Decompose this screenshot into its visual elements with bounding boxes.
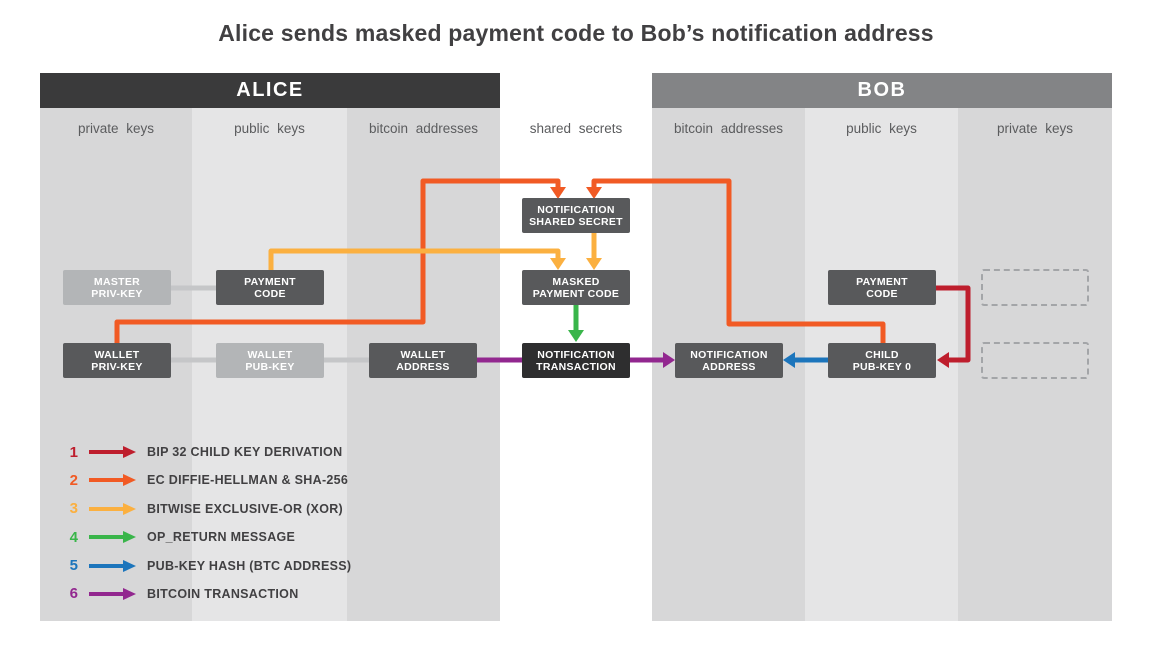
legend-item-bip32: 1 BIP 32 CHILD KEY DERIVATION xyxy=(62,442,351,462)
box-master-priv-key: MASTER PRIV-KEY xyxy=(63,270,171,305)
column-label-alice-bitcoin-addresses: bitcoin addresses xyxy=(368,121,479,136)
dashed-placeholder-box-top xyxy=(981,269,1089,306)
right-arrow-icon xyxy=(89,446,136,458)
column-label-bob-bitcoin-addresses: bitcoin addresses xyxy=(673,121,784,136)
legend-label: BITWISE EXCLUSIVE-OR (XOR) xyxy=(147,501,344,516)
legend-label: BITCOIN TRANSACTION xyxy=(147,586,299,601)
box-wallet-address: WALLET ADDRESS xyxy=(369,343,477,378)
dashed-placeholder-box-bottom xyxy=(981,342,1089,379)
box-wallet-priv-key: WALLET PRIV-KEY xyxy=(63,343,171,378)
legend-item-bitcoin-transaction: 6 BITCOIN TRANSACTION xyxy=(62,584,351,604)
right-arrow-icon xyxy=(89,559,136,572)
arrow-bip32-payment-code-to-child-pubkey xyxy=(936,285,971,363)
box-child-pub-key-0: CHILD PUB-KEY 0 xyxy=(828,343,936,378)
arrowhead-xor-shared-secret xyxy=(586,258,602,270)
legend-item-pubkey-hash: 5 PUB-KEY HASH (BTC ADDRESS) xyxy=(62,556,351,576)
legend-number: 2 xyxy=(69,471,78,489)
right-arrow-icon xyxy=(89,531,136,544)
right-arrow-icon xyxy=(89,587,136,600)
page-title: Alice sends masked payment code to Bob’s… xyxy=(218,20,934,46)
legend-item-ecdh: 2 EC DIFFIE-HELLMAN & SHA-256 xyxy=(62,470,351,490)
box-notification-transaction: NOTIFICATION TRANSACTION xyxy=(522,343,630,378)
column-label-alice-private-keys: private keys xyxy=(77,121,155,136)
arrow-ecdh-from-alice-wallet-privkey xyxy=(114,178,561,343)
column-label-shared-secrets: shared secrets xyxy=(529,121,623,136)
legend-item-xor: 3 BITWISE EXCLUSIVE-OR (XOR) xyxy=(62,499,351,519)
right-arrow-icon xyxy=(89,474,136,487)
box-wallet-pub-key: WALLET PUB-KEY xyxy=(216,343,324,378)
column-label-bob-public-keys: public keys xyxy=(846,121,917,136)
legend-label: OP_RETURN MESSAGE xyxy=(147,530,296,545)
arrowhead-transaction xyxy=(663,352,675,368)
box-notification-shared-secret: NOTIFICATION SHARED SECRET xyxy=(522,198,630,233)
bob-header: BOB xyxy=(652,73,1112,108)
arrowhead-ecdh-alice xyxy=(550,187,566,199)
legend-item-opreturn: 4 OP_RETURN MESSAGE xyxy=(62,527,351,547)
band-bob-private-keys xyxy=(958,108,1112,621)
arrowhead-xor-payment-code xyxy=(550,258,566,270)
legend-number: 3 xyxy=(69,500,78,518)
arrowhead-bip32 xyxy=(937,352,949,368)
arrowhead-opreturn xyxy=(568,330,584,342)
arrowhead-ecdh-bob xyxy=(586,187,602,199)
box-bob-payment-code: PAYMENT CODE xyxy=(828,270,936,305)
legend-label: EC DIFFIE-HELLMAN & SHA-256 xyxy=(147,473,349,488)
legend-label: PUB-KEY HASH (BTC ADDRESS) xyxy=(147,558,352,573)
arrow-xor-from-alice-payment-code xyxy=(268,248,561,270)
right-arrow-icon xyxy=(89,502,136,515)
column-label-alice-public-keys: public keys xyxy=(234,121,305,136)
legend: 1 BIP 32 CHILD KEY DERIVATION 2 EC DIFFI… xyxy=(62,442,351,604)
column-label-bob-private-keys: private keys xyxy=(996,121,1074,136)
legend-label: BIP 32 CHILD KEY DERIVATION xyxy=(147,445,343,459)
box-notification-address: NOTIFICATION ADDRESS xyxy=(675,343,783,378)
legend-number: 1 xyxy=(69,443,78,461)
box-alice-payment-code: PAYMENT CODE xyxy=(216,270,324,305)
legend-number: 5 xyxy=(69,557,78,575)
box-masked-payment-code: MASKED PAYMENT CODE xyxy=(522,270,630,305)
alice-header: ALICE xyxy=(40,73,500,108)
legend-number: 6 xyxy=(69,585,78,603)
legend-number: 4 xyxy=(69,528,78,546)
arrow-ecdh-from-bob-child-pubkey xyxy=(591,178,886,343)
arrowhead-pubkey-hash xyxy=(783,352,795,368)
